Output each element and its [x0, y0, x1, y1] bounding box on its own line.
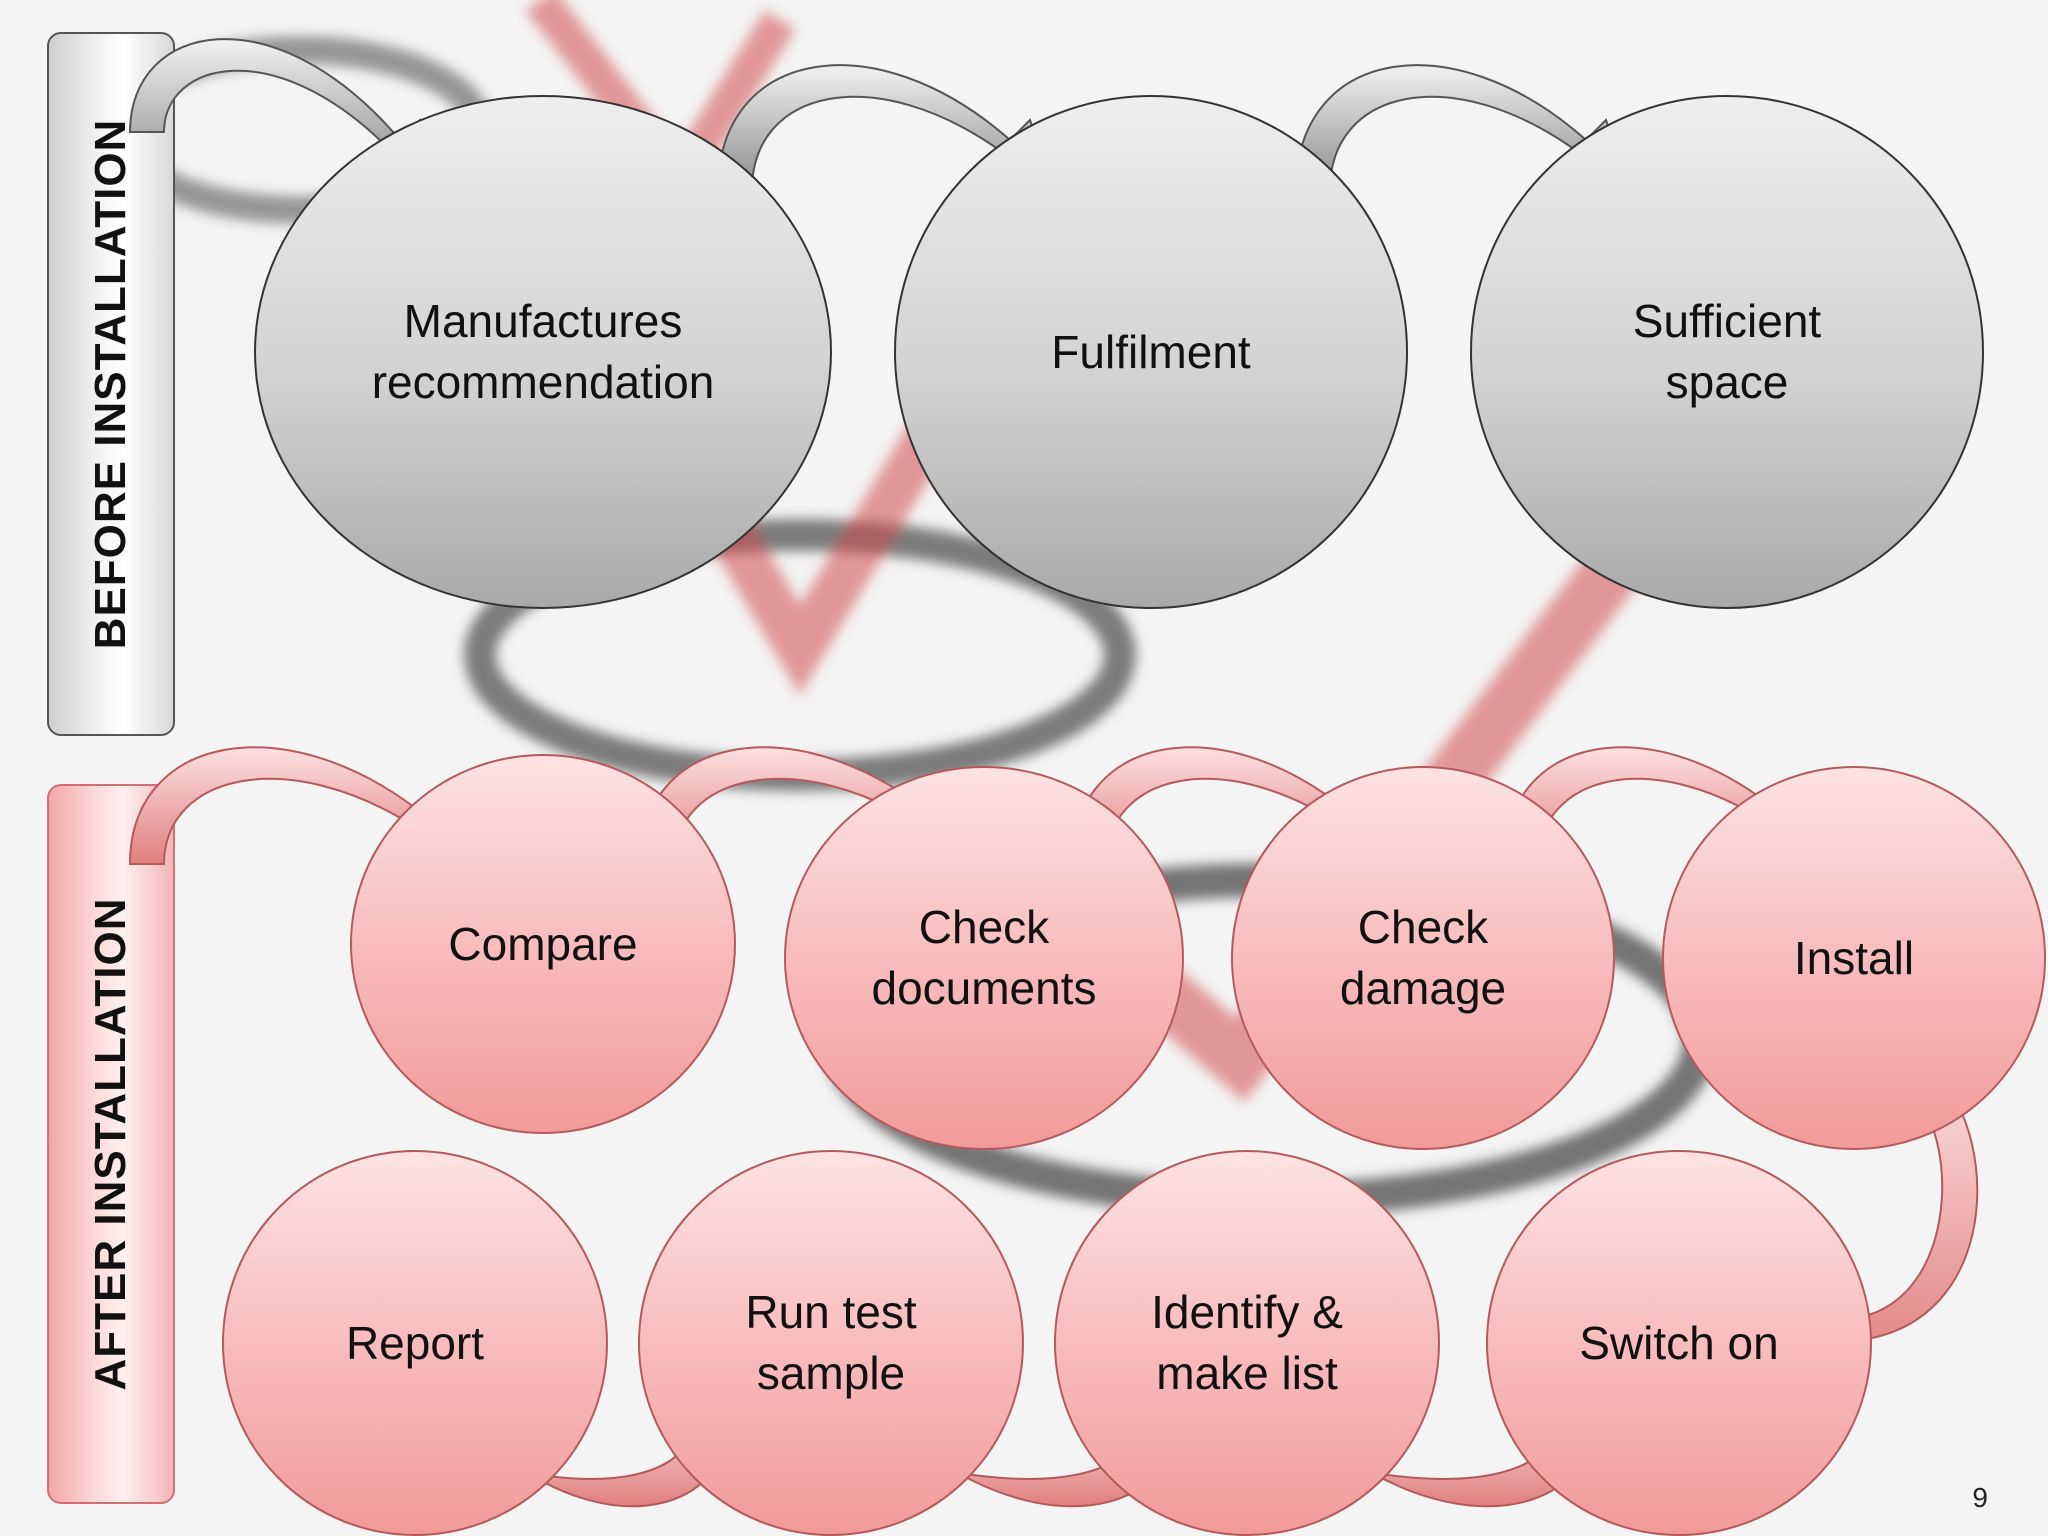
step-label: Install [1793, 931, 1915, 984]
step-label: Check damage [1339, 901, 1507, 1014]
step-label: Report [345, 1316, 485, 1369]
step-label: Identify & make list [1151, 1286, 1343, 1399]
step-sufficient-space: Sufficient space [1470, 95, 1984, 609]
step-check-damage: Check damage [1231, 766, 1615, 1150]
step-check-documents: Check documents [784, 766, 1184, 1150]
before-installation-label: BEFORE INSTALLATION [47, 32, 175, 736]
step-report: Report [222, 1150, 608, 1536]
step-label: Compare [448, 917, 638, 970]
step-install: Install [1662, 766, 2046, 1150]
page-number: 9 [1972, 1482, 1988, 1513]
step-compare: Compare [350, 754, 736, 1134]
step-label: Manufactures recommendation [371, 295, 715, 408]
step-label: Sufficient space [1632, 295, 1822, 408]
step-label: Fulfilment [1051, 325, 1251, 378]
step-run-test-sample: Run test sample [638, 1150, 1024, 1536]
step-label: Switch on [1579, 1316, 1779, 1369]
step-label: Check documents [871, 901, 1097, 1014]
after-installation-label: AFTER INSTALLATION [47, 784, 175, 1504]
step-switch-on: Switch on [1486, 1150, 1872, 1536]
step-fulfilment: Fulfilment [894, 95, 1408, 609]
step-identify-make-list: Identify & make list [1054, 1150, 1440, 1536]
step-label: Run test sample [745, 1286, 917, 1399]
step-manufactures-recommendation: Manufactures recommendation [254, 95, 832, 609]
